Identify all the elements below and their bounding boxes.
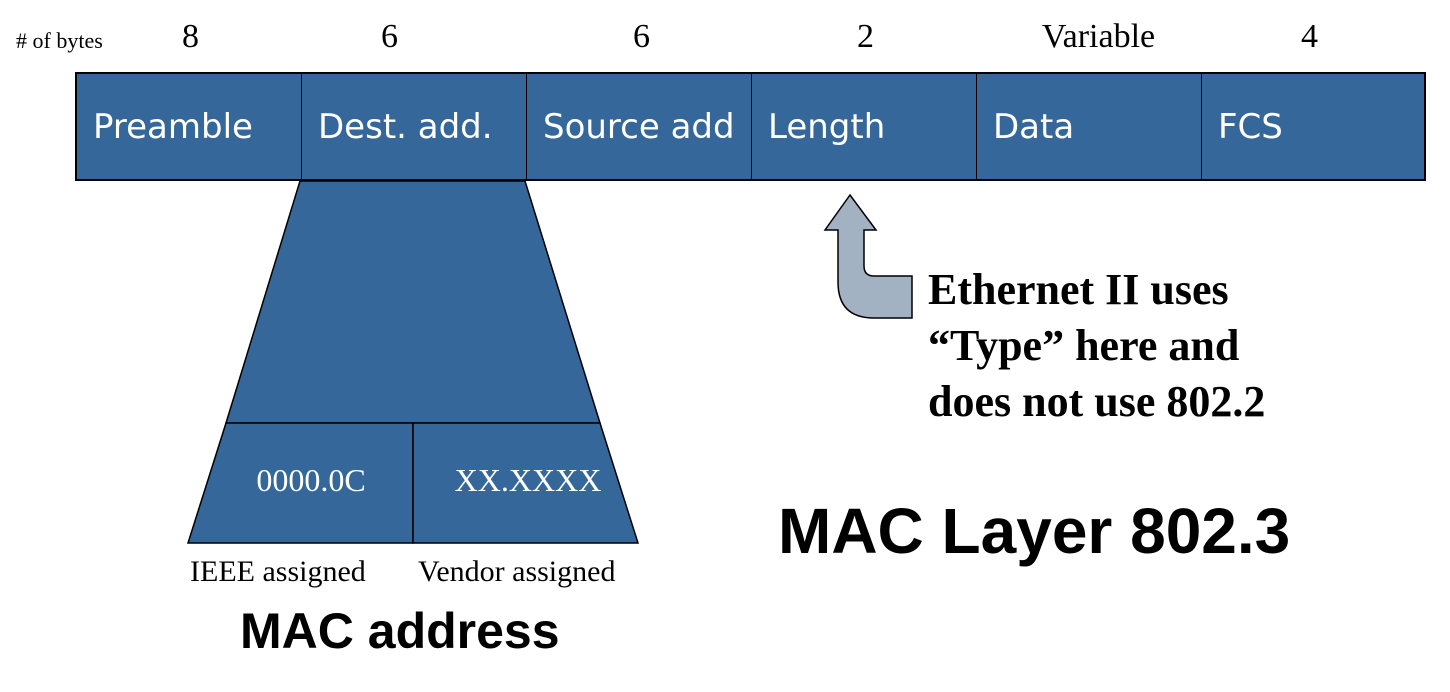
bytes-label: # of bytes <box>16 28 103 53</box>
mac-address-title: MAC address <box>240 603 560 659</box>
field-source-address: Source add <box>527 74 752 179</box>
byte-count-preamble: 8 <box>182 18 199 55</box>
dest-address-expansion <box>224 180 602 424</box>
field-preamble: Preamble <box>77 74 302 179</box>
note-line-1: Ethernet II uses <box>928 265 1229 314</box>
ethernet-ii-note: Ethernet II uses “Type” here and does no… <box>928 262 1265 430</box>
field-fcs: FCS <box>1202 74 1424 179</box>
byte-count-dest: 6 <box>381 18 398 55</box>
mac-ieee-value: 0000.0C <box>256 462 366 498</box>
mac-vendor-value: XX.XXXX <box>454 462 602 498</box>
mac-layer-title: MAC Layer 802.3 <box>778 495 1291 567</box>
byte-count-length: 2 <box>857 18 874 55</box>
field-dest-address: Dest. add. <box>302 74 527 179</box>
ieee-assigned-label: IEEE assigned <box>190 555 366 588</box>
field-data: Data <box>977 74 1202 179</box>
note-line-2: “Type” here and <box>928 321 1240 370</box>
mac-vendor-cell-shape <box>412 422 640 544</box>
byte-count-data: Variable <box>1041 18 1156 55</box>
up-arrow-icon <box>823 193 913 319</box>
byte-count-source: 6 <box>633 18 650 55</box>
byte-count-fcs: 4 <box>1301 18 1318 55</box>
field-length: Length <box>752 74 977 179</box>
vendor-assigned-label: Vendor assigned <box>418 555 616 588</box>
note-line-3: does not use 802.2 <box>928 377 1266 426</box>
ethernet-frame: Preamble Dest. add. Source add Length Da… <box>75 72 1426 181</box>
